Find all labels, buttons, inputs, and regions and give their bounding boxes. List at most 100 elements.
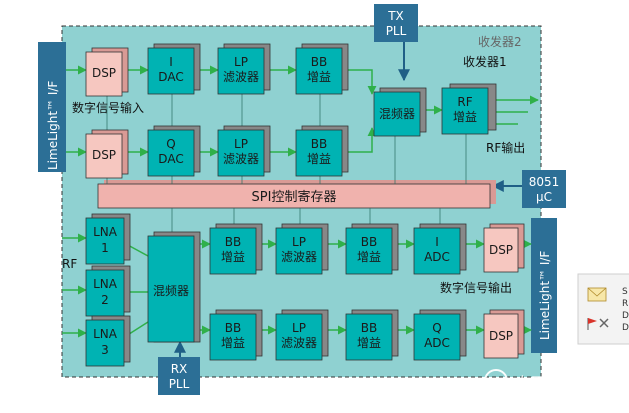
rx-bb-i-line2: 增益 bbox=[221, 250, 245, 264]
right-interface-label: LimeLight™ I/F bbox=[538, 251, 552, 340]
rx-bb-gain-q: BB 增益 bbox=[209, 309, 263, 361]
rx-pll-line1: RX bbox=[171, 362, 188, 376]
tx-rf-gain-line1: RF bbox=[457, 95, 472, 109]
rx-bb-gain2-q: BB 增益 bbox=[345, 309, 399, 361]
rf-input-label: RF bbox=[62, 257, 77, 271]
mcu-block bbox=[522, 170, 566, 208]
tx-q-dac: Q DAC bbox=[147, 125, 201, 177]
rx-q-adc: Q ADC bbox=[413, 309, 467, 361]
rx-bb-gain-i: BB 增益 bbox=[209, 223, 263, 275]
tx-bb-q-line1: BB bbox=[311, 137, 327, 151]
tx-lp-q-line1: LP bbox=[234, 137, 248, 151]
envelope-icon bbox=[587, 287, 607, 302]
tx-lp-filter-i: LP 滤波器 bbox=[217, 43, 271, 95]
rx-dsp-q: DSP bbox=[483, 309, 525, 359]
tx-mixer-label: 混频器 bbox=[379, 107, 415, 121]
side-panel-line1: S bbox=[622, 287, 628, 297]
tx-bb-q-line2: 增益 bbox=[307, 152, 331, 166]
rx-lna2-line2: 2 bbox=[101, 293, 109, 307]
tx-dsp-i: DSP bbox=[85, 47, 129, 97]
rx-bb-q-line2: 增益 bbox=[221, 336, 245, 350]
tx-bb-i-line2: 增益 bbox=[307, 70, 331, 84]
rx-dsp-i: DSP bbox=[483, 223, 525, 273]
left-interface-label: LimeLight™ I/F bbox=[46, 81, 60, 170]
rx-wires bbox=[62, 233, 532, 338]
watermark-main: 电子发烧友 bbox=[512, 374, 589, 392]
rx-i-adc: I ADC bbox=[413, 223, 467, 275]
side-panel-line4: D bbox=[622, 323, 629, 333]
tx-pll-line2: PLL bbox=[386, 24, 407, 38]
digital-output-label: 数字信号输出 bbox=[440, 280, 512, 295]
tx-lp-filter-q: LP 滤波器 bbox=[217, 125, 271, 177]
rx-lna3-line2: 3 bbox=[101, 343, 109, 357]
digital-input-label: 数字信号输入 bbox=[72, 100, 144, 115]
rx-mixer: 混频器 bbox=[147, 231, 201, 343]
rx-q-adc-line2: ADC bbox=[424, 336, 450, 350]
rx-bb2-i-line1: BB bbox=[361, 235, 377, 249]
rx-lp-q-line2: 滤波器 bbox=[281, 336, 317, 350]
panel-subtitle: 收发器1 bbox=[463, 54, 507, 69]
rf-output-label: RF输出 bbox=[486, 140, 525, 155]
tx-i-dac-line1: I bbox=[169, 55, 173, 69]
tx-q-dac-line1: Q bbox=[166, 137, 175, 151]
tx-q-dac-line2: DAC bbox=[158, 152, 183, 166]
side-panel-line2: R bbox=[622, 299, 628, 309]
rx-bb2-q-line1: BB bbox=[361, 321, 377, 335]
rx-dsp-i-label: DSP bbox=[489, 243, 513, 257]
watermark-url: www.elecfans.com bbox=[520, 397, 595, 406]
rx-q-adc-line1: Q bbox=[432, 321, 441, 335]
rx-lp-q-line1: LP bbox=[292, 321, 306, 335]
rx-pll-block bbox=[158, 357, 200, 395]
rx-i-adc-line1: I bbox=[435, 235, 439, 249]
rx-lp-filter-i: LP 滤波器 bbox=[275, 223, 329, 275]
tx-pll-line1: TX bbox=[387, 9, 404, 23]
rx-dsp-q-label: DSP bbox=[489, 329, 513, 343]
rx-lna-2: LNA 2 bbox=[85, 265, 131, 317]
side-panel-line3: D bbox=[622, 311, 629, 321]
spi-register-bar bbox=[97, 183, 491, 209]
tx-bb-gain-q: BB 增益 bbox=[295, 125, 349, 177]
rx-lna1-line1: LNA bbox=[93, 225, 118, 239]
rx-pll-line2: PLL bbox=[169, 377, 190, 391]
tx-rf-gain: RF 增益 bbox=[441, 83, 497, 135]
tx-bb-gain-i: BB 增益 bbox=[295, 43, 349, 95]
tx-lp-i-line2: 滤波器 bbox=[223, 70, 259, 84]
rx-i-adc-line2: ADC bbox=[424, 250, 450, 264]
rx-lp-i-line1: LP bbox=[292, 235, 306, 249]
spi-register-label: SPI控制寄存器 bbox=[252, 189, 337, 205]
watermark: 电子发烧友 www.elecfans.com bbox=[484, 369, 595, 406]
rx-lna1-line2: 1 bbox=[101, 241, 109, 255]
watermark-logo-icon bbox=[484, 369, 508, 393]
tx-dsp-q: DSP bbox=[85, 129, 129, 179]
rx-bb2-q-line2: 增益 bbox=[357, 336, 381, 350]
mcu-line1: 8051 bbox=[529, 175, 560, 189]
tx-lp-q-line2: 滤波器 bbox=[223, 152, 259, 166]
rx-lna2-line1: LNA bbox=[93, 277, 118, 291]
right-interface-bar bbox=[531, 218, 557, 353]
tx-lp-i-line1: LP bbox=[234, 55, 248, 69]
rx-mixer-label: 混频器 bbox=[153, 284, 189, 298]
rx-bb2-i-line2: 增益 bbox=[357, 250, 381, 264]
tx-dsp-i-label: DSP bbox=[92, 66, 116, 80]
tx-rf-gain-line2: 增益 bbox=[453, 110, 477, 124]
tx-mixer: 混频器 bbox=[373, 87, 427, 137]
rx-lna3-line1: LNA bbox=[93, 327, 118, 341]
tx-dsp-q-label: DSP bbox=[92, 148, 116, 162]
rx-bb-gain2-i: BB 增益 bbox=[345, 223, 399, 275]
tx-pll-block bbox=[374, 4, 418, 42]
mcu-line2: μC bbox=[536, 190, 552, 204]
rx-lp-filter-q: LP 滤波器 bbox=[275, 309, 329, 361]
rx-lna-3: LNA 3 bbox=[85, 315, 131, 367]
side-panel: S R D D bbox=[577, 273, 629, 345]
left-interface-bar bbox=[38, 42, 66, 172]
close-icon[interactable] bbox=[599, 318, 609, 328]
tx-bb-i-line1: BB bbox=[311, 55, 327, 69]
rx-bb-i-line1: BB bbox=[225, 235, 241, 249]
tx-i-dac-line2: DAC bbox=[158, 70, 183, 84]
tx-i-dac: I DAC bbox=[147, 43, 201, 95]
rx-lna-1: LNA 1 bbox=[85, 213, 131, 265]
panel-title: 收发器2 bbox=[478, 34, 522, 49]
flag-icon bbox=[587, 318, 597, 330]
rx-lp-i-line2: 滤波器 bbox=[281, 250, 317, 264]
